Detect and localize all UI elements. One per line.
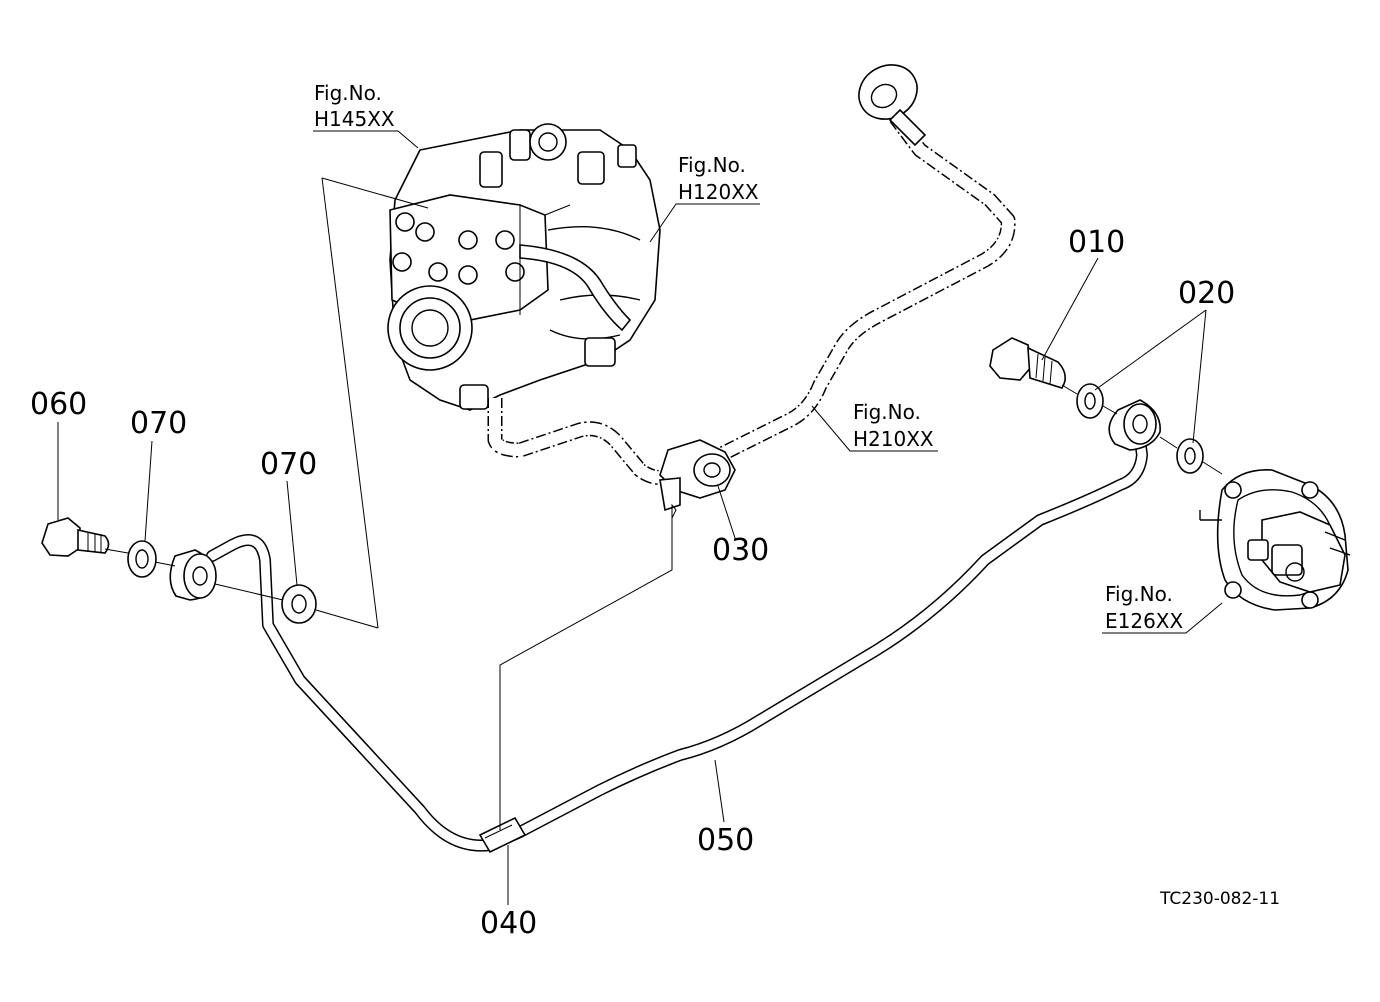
phantom-pipe-h210 (487, 64, 1016, 485)
clip-030 (659, 439, 736, 519)
leader-h120 (649, 203, 760, 243)
fig-ref-e126-line2: E126XX (1105, 609, 1184, 633)
pipe-050 (206, 434, 1148, 852)
part-number-030: 030 (712, 533, 769, 568)
fig-ref-h145-line2: H145XX (314, 107, 395, 131)
leader-010 (1041, 257, 1099, 361)
right-fittings (989, 337, 1223, 475)
leader-e126 (1102, 602, 1223, 634)
leader-bracket-left (321, 177, 379, 629)
part-number-060: 060 (30, 387, 87, 422)
leader-020-a (1094, 309, 1207, 391)
fig-ref-h120-line1: Fig.No. (678, 153, 746, 177)
leader-h145 (313, 130, 419, 149)
fig-ref-h210-line2: H210XX (853, 427, 934, 451)
left-fittings (41, 517, 379, 629)
leader-070-a (144, 440, 153, 542)
hydraulic-pump-assembly (387, 123, 661, 411)
leader-020-b (1192, 309, 1207, 444)
part-number-050: 050 (697, 823, 754, 858)
part-number-070-right: 070 (260, 447, 317, 482)
clamp-040 (478, 816, 527, 854)
leader-070-b (286, 480, 298, 586)
leader-030 (717, 485, 736, 539)
leader-030-to-040 (499, 518, 673, 830)
part-number-020: 020 (1178, 276, 1235, 311)
part-number-070-left: 070 (130, 406, 187, 441)
drawing-code: TC230-082-11 (1159, 889, 1280, 909)
part-number-040: 040 (480, 906, 537, 941)
fig-ref-e126-line1: Fig.No. (1105, 582, 1173, 606)
fig-ref-h145-line1: Fig.No. (314, 81, 382, 105)
part-number-010: 010 (1068, 225, 1125, 260)
leader-bracket-top (321, 177, 429, 209)
engine-housing-e126 (1199, 469, 1351, 611)
fig-ref-h210-line1: Fig.No. (853, 400, 921, 424)
leader-050 (714, 759, 725, 823)
fig-ref-h120-line2: H120XX (678, 180, 759, 204)
leader-h210 (811, 405, 938, 452)
